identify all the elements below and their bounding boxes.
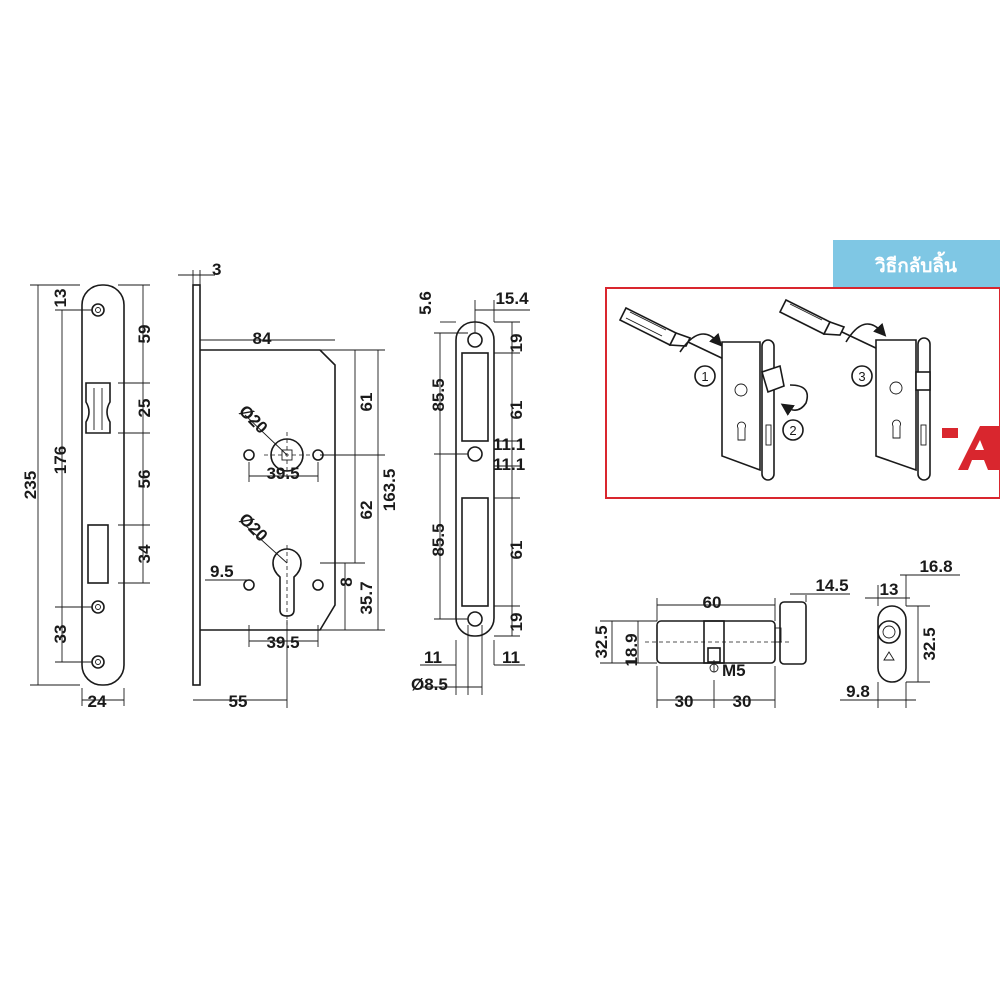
cylinder-view: 60 14.5 32.5 18.9 M5 30 30 [592, 576, 850, 711]
lockbody-hole-left [243, 449, 255, 461]
dim-lockbody-35-7: 35.7 [357, 581, 376, 614]
faceplate-screw-mid [91, 600, 105, 614]
dim-strike-85-5-bottom: 85.5 [429, 523, 448, 556]
instruction-title: วิธีกลับลิ้น [875, 251, 957, 277]
faceplate-screw-top [91, 303, 105, 317]
dim-faceplate-235: 235 [21, 471, 40, 499]
dim-cylinder-18-9: 18.9 [622, 633, 641, 666]
latch-opening [85, 382, 111, 434]
dim-lockbody-61: 61 [357, 393, 376, 412]
dim-lockbody-dia-cyl: Ø20 [235, 509, 271, 545]
dim-strike-19-bottom: 19 [507, 613, 526, 632]
deadbolt-opening [87, 524, 109, 584]
dim-faceplate-59: 59 [135, 325, 154, 344]
dim-strike-5-6: 5.6 [416, 291, 435, 315]
dim-end-16-8: 16.8 [919, 557, 952, 576]
dim-faceplate-176: 176 [51, 446, 70, 474]
screwdriver-icon-2 [778, 298, 881, 351]
instruction-banner [833, 240, 1000, 287]
step-number-2: 2 [789, 423, 796, 438]
dim-faceplate-25: 25 [135, 399, 154, 418]
dim-end-32-5: 32.5 [920, 627, 939, 660]
cylinder-screw-hole [707, 647, 721, 663]
strike-screw-top [467, 332, 483, 348]
dim-cylinder-60: 60 [703, 593, 722, 612]
dim-faceplate-56: 56 [135, 470, 154, 489]
strikeplate-view: 5.6 15.4 85.5 85.5 19 61 11.1 11.1 61 19… [411, 289, 530, 695]
dim-faceplate-33: 33 [51, 625, 70, 644]
faceplate-screw-bottom [91, 655, 105, 669]
dim-faceplate-13: 13 [51, 289, 70, 308]
dim-strike-11-1-a: 11.1 [493, 435, 525, 454]
rotate-arrow-icon-2 [780, 384, 809, 416]
dim-end-9-8: 9.8 [846, 682, 870, 701]
dim-strike-dia: Ø8.5 [411, 675, 448, 694]
dim-lockbody-62: 62 [357, 501, 376, 520]
lockbody-hole-lower-left [243, 579, 255, 591]
lockbody-faceplate-edge [192, 284, 201, 686]
dim-cylinder-30-right: 30 [733, 692, 752, 711]
dim-strike-11-1-b: 11.1 [493, 455, 525, 474]
spindle-square [281, 449, 293, 461]
dim-strike-61-top: 61 [507, 401, 526, 420]
dim-strike-11-right: 11 [502, 648, 520, 667]
dim-strike-19-top: 19 [507, 334, 526, 353]
dim-lockbody-8: 8 [337, 577, 356, 586]
strike-opening-top [461, 352, 489, 442]
step-badge-3 [851, 365, 873, 387]
cylinder-thumbturn [779, 601, 807, 665]
dim-strike-15-4: 15.4 [495, 289, 529, 308]
dim-lockbody-9-5: 9.5 [210, 562, 234, 581]
dim-lockbody-163-5: 163.5 [380, 469, 399, 512]
step-number-3: 3 [858, 369, 865, 384]
dim-lockbody-84: 84 [253, 329, 272, 348]
dim-faceplate-24: 24 [88, 692, 107, 711]
strike-screw-bottom [467, 611, 483, 627]
lockbody-view: 3 84 Ø20 39.5 Ø20 9.5 39.5 55 61 [178, 260, 399, 711]
cylinder-cam [703, 620, 725, 664]
instruction-frame [605, 287, 1000, 499]
dim-end-13: 13 [880, 580, 899, 599]
strike-opening-bottom [461, 497, 489, 607]
dim-lockbody-39-5-top: 39.5 [266, 464, 299, 483]
dim-cylinder-32-5: 32.5 [592, 625, 611, 658]
rotate-arrow-icon-1 [679, 332, 723, 353]
dim-lockbody-dia-top: Ø20 [235, 401, 271, 437]
dim-lockbody-3: 3 [212, 260, 221, 279]
screwdriver-icon [618, 306, 731, 363]
dim-lockbody-39-5-bottom: 39.5 [266, 633, 299, 652]
step-badge-1 [694, 365, 716, 387]
faceplate-outline [81, 284, 125, 686]
dim-strike-85-5-top: 85.5 [429, 378, 448, 411]
step-number-1: 1 [701, 369, 708, 384]
dim-lockbody-55: 55 [229, 692, 248, 711]
dim-cylinder-m5: M5 [722, 661, 746, 680]
faceplate-view: 235 176 13 33 24 59 25 56 34 [21, 284, 154, 711]
cylinder-hole [272, 548, 302, 617]
dim-faceplate-34: 34 [135, 544, 154, 563]
lock-illustration-1 [721, 339, 785, 481]
dim-cylinder-30-left: 30 [675, 692, 694, 711]
strike-screw-mid [467, 446, 483, 462]
dim-cylinder-14-5: 14.5 [815, 576, 848, 595]
rotate-arrow-icon-3 [845, 322, 887, 343]
dim-strike-61-bottom: 61 [507, 541, 526, 560]
instruction-panel: วิธีกลับลิ้น 1 2 [605, 240, 1000, 499]
brand-logo-icon [942, 426, 1000, 470]
lockbody-hole-lower-right [312, 579, 324, 591]
lock-illustration-2 [875, 337, 931, 481]
dim-strike-11-left: 11 [424, 648, 442, 667]
step-badge-2 [782, 419, 804, 441]
cylinder-end-view: 16.8 13 32.5 9.8 [840, 557, 960, 708]
cylinder-end-outline [877, 605, 907, 683]
keyhole-icon [877, 620, 901, 644]
